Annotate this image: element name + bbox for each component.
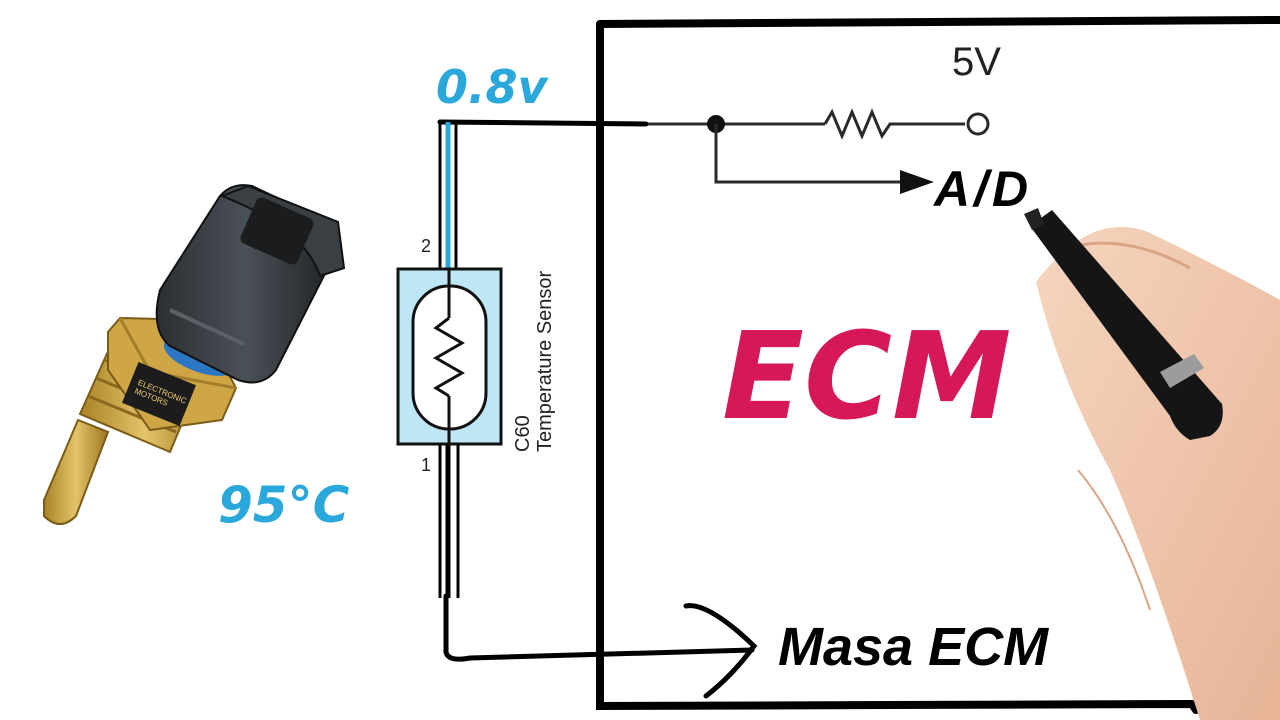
temperature-label: 95°C: [218, 476, 350, 534]
sensor-wires: [438, 122, 460, 598]
coolant-temperature-sensor-icon: [43, 184, 346, 525]
pin-2-label: 2: [421, 236, 432, 256]
ecm-box-outline: [596, 16, 1280, 714]
ecm-internal-schematic: [648, 108, 990, 194]
supply-voltage-label: 5V: [952, 40, 1001, 84]
ground-label: Masa ECM: [778, 617, 1049, 677]
ecm-title: ECM: [722, 308, 1012, 447]
signal-wire: [437, 119, 649, 127]
sensor-caption: C60 Temperature Sensor: [512, 271, 556, 452]
resistor-icon: [823, 108, 965, 140]
sensor-name: Temperature Sensor: [534, 270, 556, 452]
pin-1-label: 1: [421, 455, 432, 475]
thermistor-icon: [396, 267, 503, 446]
ground-wire: [443, 593, 755, 662]
ground-arrow: [683, 603, 758, 699]
sensor-voltage-label: 0.8v: [436, 60, 548, 114]
ad-converter-label: A/D: [934, 161, 1033, 217]
sensor-code: C60: [512, 415, 534, 452]
hand-with-marker-icon: [1024, 208, 1280, 720]
